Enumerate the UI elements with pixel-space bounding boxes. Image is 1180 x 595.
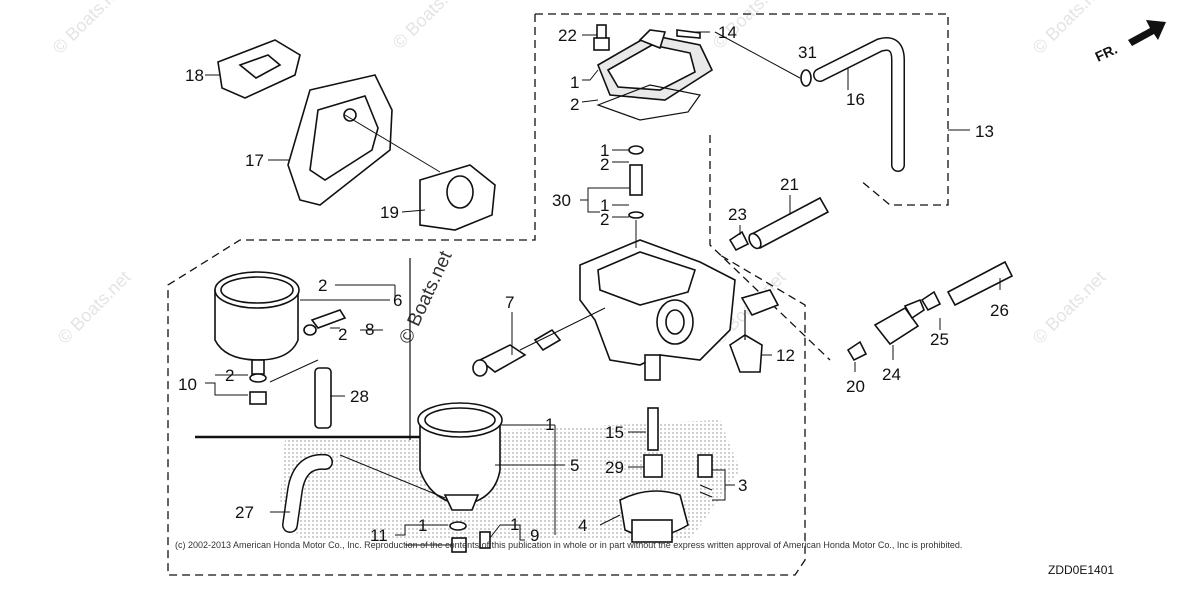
group-boundaries [167, 13, 949, 576]
callout-31: 31 [798, 43, 817, 62]
part-17-insulator [287, 74, 393, 206]
callout-1: 1 [510, 515, 519, 534]
callout-2: 2 [318, 276, 327, 295]
part-28-tube [314, 367, 332, 429]
callout-26: 26 [990, 301, 1009, 320]
callout-1: 1 [418, 516, 427, 535]
callout-28: 28 [350, 387, 369, 406]
callout-1: 1 [600, 141, 609, 160]
watermark: © Boats.net [49, 0, 130, 58]
direction-label: FR. [1093, 41, 1120, 65]
callout-8: 8 [365, 320, 374, 339]
part-7-jet [472, 307, 606, 377]
callout-19: 19 [380, 203, 399, 222]
callout-1: 1 [600, 196, 609, 215]
leader-lines [205, 31, 1001, 546]
part-24-filter [846, 298, 925, 362]
watermark: © Boats.net [1029, 267, 1110, 348]
diagram-code: ZDD0E1401 [1048, 563, 1114, 577]
callout-18: 18 [185, 66, 204, 85]
callout-3: 3 [738, 476, 747, 495]
callout-13: 13 [975, 122, 994, 141]
callout-2: 2 [570, 95, 579, 114]
callout-5: 5 [570, 456, 579, 475]
callout-2: 2 [338, 325, 347, 344]
part-21-tube [728, 196, 830, 252]
callout-1: 1 [570, 73, 579, 92]
callout-2: 2 [600, 210, 609, 229]
watermark: © Boats.net [395, 247, 456, 347]
part-3-screw [697, 454, 713, 498]
callout-12: 12 [776, 346, 795, 365]
watermark: © Boats.net [389, 0, 470, 53]
part-carburetor-body [579, 145, 736, 381]
callout-2: 2 [600, 155, 609, 174]
watermark: © Boats.net [54, 267, 135, 348]
callout-30: 30 [552, 191, 571, 210]
part-15-pin [643, 407, 663, 478]
callout-27: 27 [235, 503, 254, 522]
callout-17: 17 [245, 151, 264, 170]
callout-9: 9 [530, 526, 539, 545]
callout-24: 24 [882, 365, 901, 384]
callout-labels: 18 17 19 22 14 1 2 31 16 13 1 2 30 1 2 2… [178, 23, 1009, 545]
part-16-tube [800, 37, 905, 172]
callout-25: 25 [930, 330, 949, 349]
callout-4: 4 [578, 516, 587, 535]
callout-14: 14 [718, 23, 737, 42]
part-top-cover [593, 24, 714, 121]
callout-6: 6 [393, 291, 402, 310]
direction-arrow: FR. [1093, 20, 1166, 65]
part-18-gasket [217, 39, 301, 99]
part-12-lever [729, 289, 780, 373]
callout-23: 23 [728, 205, 747, 224]
callout-22: 22 [558, 26, 577, 45]
callout-1: 1 [545, 415, 554, 434]
callout-29: 29 [605, 458, 624, 477]
part-5-bowl [417, 402, 503, 553]
copyright-notice: (c) 2002-2013 American Honda Motor Co., … [175, 540, 962, 550]
callout-21: 21 [780, 175, 799, 194]
part-19-plate [344, 114, 496, 231]
callout-15: 15 [605, 423, 624, 442]
part-4-float [619, 490, 689, 543]
part-26-tube [920, 260, 1014, 312]
part-6-bowl [214, 271, 347, 405]
callout-7: 7 [505, 293, 514, 312]
callout-10: 10 [178, 375, 197, 394]
callout-2: 2 [225, 366, 234, 385]
callout-20: 20 [846, 377, 865, 396]
callout-16: 16 [846, 90, 865, 109]
callout-11: 11 [370, 526, 388, 545]
part-27-hose [282, 453, 446, 533]
